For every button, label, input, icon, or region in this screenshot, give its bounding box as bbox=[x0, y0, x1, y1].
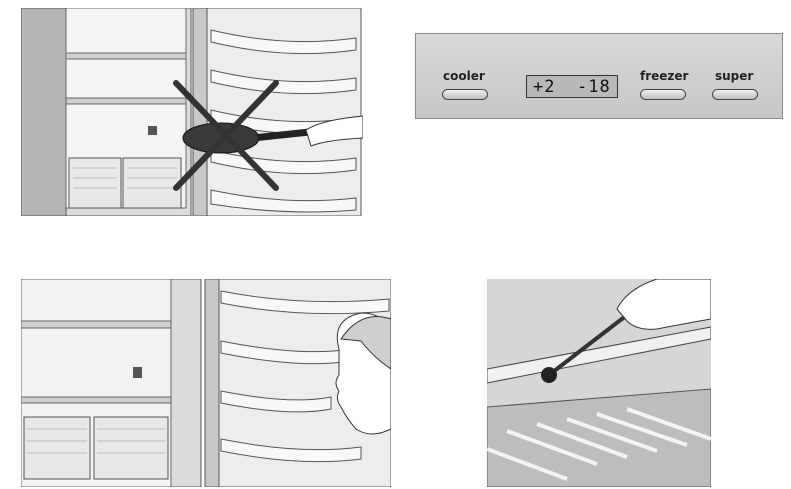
thermometer-illustration bbox=[487, 279, 711, 487]
cooler-label: cooler bbox=[443, 69, 485, 83]
super-button[interactable] bbox=[712, 89, 758, 100]
temperature-display: +2 -18 bbox=[526, 75, 618, 98]
freezer-temperature-readout: -18 bbox=[577, 77, 611, 97]
fridge-person-illustration bbox=[21, 279, 391, 487]
cooler-button[interactable] bbox=[442, 89, 488, 100]
freezer-button[interactable] bbox=[640, 89, 686, 100]
fridge-hot-pan-illustration bbox=[21, 8, 363, 216]
control-panel: cooler +2 -18 freezer super bbox=[415, 33, 783, 119]
super-label: super bbox=[715, 69, 753, 83]
cooler-temperature-readout: +2 bbox=[533, 77, 555, 97]
freezer-label: freezer bbox=[640, 69, 688, 83]
